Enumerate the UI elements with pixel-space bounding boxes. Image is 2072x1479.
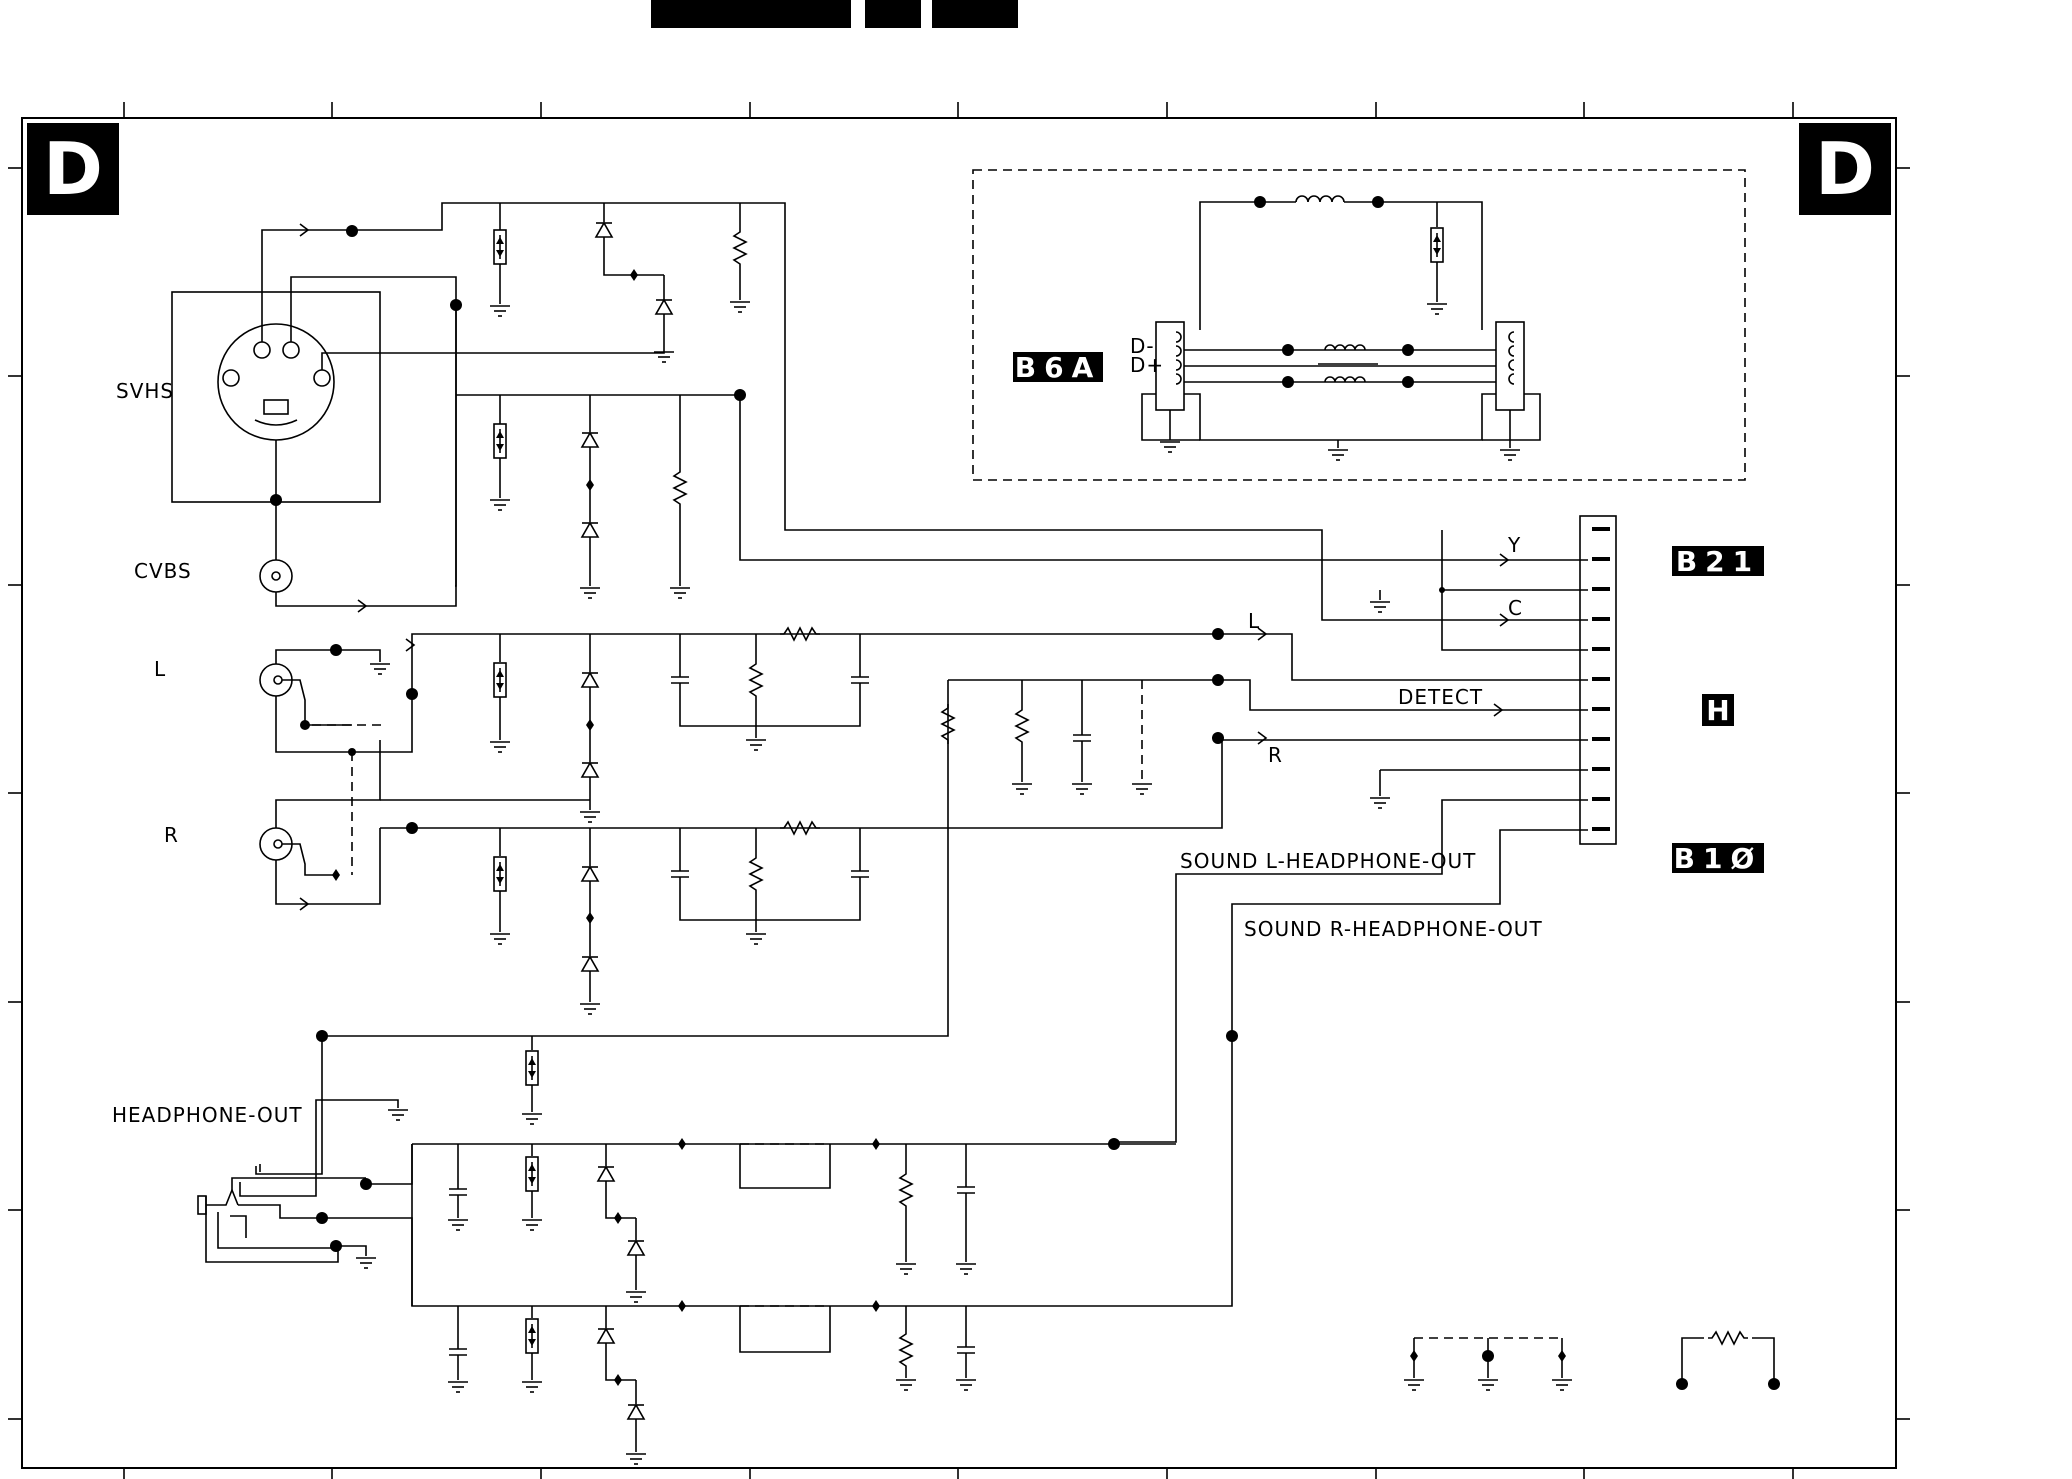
signal-l-label: L (1248, 609, 1260, 633)
headphone-fuse-top (521, 1036, 543, 1125)
svhs-label: SVHS (116, 379, 174, 403)
signal-r-label: R (1268, 743, 1283, 767)
signal-c-label: C (1508, 596, 1523, 620)
audio-r-input (259, 731, 1588, 911)
sound-r-label: SOUND R-HEADPHONE-OUT (1244, 917, 1543, 941)
section-h-badge: H (1702, 694, 1734, 727)
headphone-jack (197, 1030, 413, 1306)
d-plus-label: D+ (1130, 353, 1164, 377)
grid-ticks (8, 102, 1910, 1479)
sheet-frame (21, 117, 1897, 1469)
corner-letter-left: D (43, 127, 103, 211)
headphone-label: HEADPHONE-OUT (112, 1103, 303, 1127)
b10-badge: B1Ø (1672, 842, 1764, 875)
b6a-label: B6A (1015, 351, 1102, 384)
section-h-label: H (1706, 694, 1729, 727)
signal-detect-label: DETECT (1398, 685, 1483, 709)
b6a-block: B6A D- D+ (972, 169, 1746, 481)
right-label: R (164, 823, 179, 847)
svhs-connector (171, 291, 381, 503)
cvbs-label: CVBS (134, 559, 192, 583)
headphone-l-channel (412, 1138, 1176, 1303)
b21-label: B21 (1676, 545, 1760, 578)
signal-y-label: Y (1507, 533, 1521, 557)
legend-symbols (1403, 1331, 1780, 1391)
corner-badge-right: D (1799, 123, 1891, 215)
corner-badge-left: D (27, 123, 119, 215)
audio-l-input (259, 627, 1588, 753)
svhs-protection (489, 203, 751, 599)
svhs-wiring (261, 202, 1588, 627)
corner-letter-right: D (1815, 127, 1875, 211)
b6a-badge (1013, 352, 1103, 382)
b10-label: B1Ø (1674, 842, 1763, 875)
d-minus-label: D- (1130, 334, 1155, 358)
header-bar (651, 0, 1018, 28)
left-label: L (154, 657, 166, 681)
b21-badge: B21 (1672, 545, 1764, 578)
r-channel-filter (489, 821, 870, 1015)
sound-l-label: SOUND L-HEADPHONE-OUT (1180, 849, 1476, 873)
cvbs-connector (259, 305, 457, 613)
l-channel-filter (489, 627, 870, 823)
headphone-r-channel (447, 1300, 977, 1465)
